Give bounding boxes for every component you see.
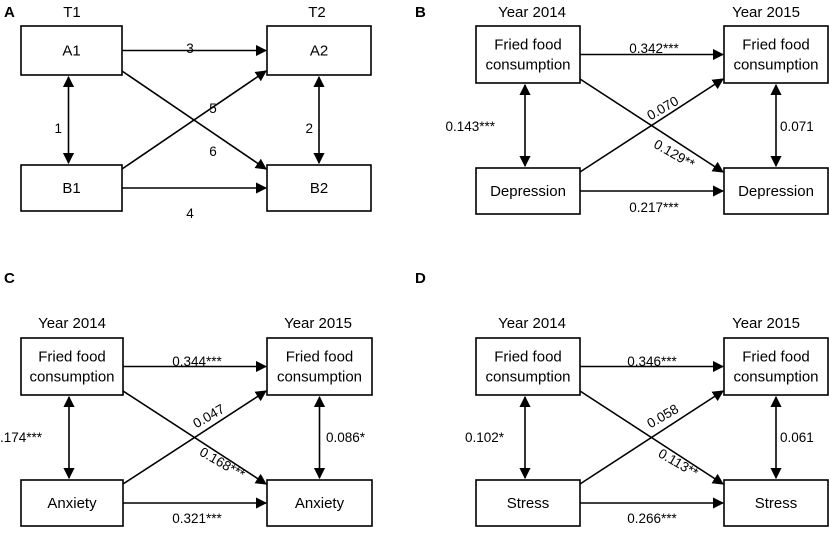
- panel-c-coef-a1-b2: 0.168***: [197, 444, 248, 482]
- panel-c-box-a2-text: consumption: [277, 369, 362, 386]
- panel-b-box-a2-frame: [723, 25, 829, 84]
- panel-c-box-a1-frame: [20, 337, 124, 396]
- panel-c-letter: C: [4, 270, 15, 287]
- panel-c-box-b1-frame: [20, 479, 124, 527]
- panel-b-box-b2-text: Depression: [738, 183, 814, 200]
- panel-c-box-b1-text: Anxiety: [47, 495, 97, 512]
- panel-c-box-a1-text: Fried food: [38, 349, 106, 366]
- panel-b-box-a1-frame: [475, 25, 581, 84]
- panel-b-box-a2: Fried food consumption: [723, 25, 829, 84]
- panel-b-box-a1-text: consumption: [485, 57, 570, 74]
- panel-b-box-b1-text: Depression: [490, 183, 566, 200]
- panel-b-coef-a1-b2: 0.129**: [651, 137, 698, 173]
- panel-a-letter: A: [4, 4, 15, 21]
- panel-c-box-a1: Fried food consumption: [20, 337, 124, 396]
- panel-d-box-a1-text: consumption: [485, 369, 570, 386]
- panel-d-right-heading: Year 2015: [732, 315, 800, 332]
- panel-d-box-b1-text: Stress: [507, 495, 550, 512]
- panel-a-box-b1: B1: [20, 164, 123, 212]
- panel-b-coef-b1-b2: 0.217***: [629, 200, 679, 215]
- panel-d-box-b2-text: Stress: [755, 495, 798, 512]
- panel-a-box-b2-text: B2: [310, 180, 328, 197]
- panel-b-coef-a2-b2: 0.071: [780, 119, 814, 134]
- panel-b-coef-a1-a2: 0.342***: [629, 41, 679, 56]
- panel-d-box-a2-frame: [723, 337, 829, 396]
- panel-d-coef-b1-a2: 0.058: [644, 401, 681, 431]
- panel-d-box-a1-frame: [475, 337, 581, 396]
- panel-b-a1-b2-arrow: [579, 78, 724, 173]
- panel-a-a1-b2-arrow: [121, 70, 267, 170]
- panel-a-coef-b1-a2: 5: [209, 101, 217, 116]
- panel-b-box-b2: Depression: [723, 167, 829, 215]
- panel-a-right-heading: T2: [308, 4, 326, 21]
- panel-a-box-a2-frame: [266, 25, 372, 76]
- panel-b-left-heading: Year 2014: [498, 4, 566, 21]
- panel-c-coef-a1-b1: 0.174***: [0, 430, 43, 445]
- panel-c-coef-b1-a2: 0.047: [190, 401, 227, 431]
- panel-c-box-a2-text: Fried food: [286, 349, 354, 366]
- panel-a-box-a2-text: A2: [310, 43, 328, 60]
- panel-a-coef-b1-b2: 4: [186, 206, 194, 221]
- panel-c-box-b2-frame: [266, 479, 373, 527]
- panel-d-box-b2: Stress: [723, 479, 829, 527]
- panel-d-box-a2-text: consumption: [733, 369, 818, 386]
- panel-b-box-b1: Depression: [475, 167, 581, 215]
- panel-a-coef-a2-b2: 2: [305, 121, 313, 136]
- panel-a-box-a2: A2: [266, 25, 372, 76]
- panel-b-box-a2-text: Fried food: [742, 37, 810, 54]
- panel-a-box-a1-frame: [20, 25, 123, 76]
- panel-d-coef-a1-b2: 0.113**: [656, 446, 702, 481]
- panel-a-box-b1-frame: [20, 164, 123, 212]
- panel-a-coef-a1-b2: 6: [209, 144, 217, 159]
- panel-c-coef-b1-b2: 0.321***: [172, 511, 222, 526]
- panel-d-left-heading: Year 2014: [498, 315, 566, 332]
- panel-c-box-b2: Anxiety: [266, 479, 373, 527]
- panel-b-box-b2-frame: [723, 167, 829, 215]
- panel-d-box-b1-frame: [475, 479, 581, 527]
- panel-d-box-b1: Stress: [475, 479, 581, 527]
- panel-a-box-b2-frame: [266, 164, 372, 212]
- panel-a-left-heading: T1: [63, 4, 81, 21]
- panel-c-box-a1-text: consumption: [29, 369, 114, 386]
- panel-d-box-b2-frame: [723, 479, 829, 527]
- panel-b-box-a1-text: Fried food: [494, 37, 562, 54]
- panel-d-box-a2: Fried food consumption: [723, 337, 829, 396]
- panel-b-right-heading: Year 2015: [732, 4, 800, 21]
- panel-d-coef-a2-b2: 0.061: [780, 430, 814, 445]
- panel-c-coef-a2-b2: 0.086*: [326, 430, 366, 445]
- panel-c-coef-a1-a2: 0.344***: [172, 354, 222, 369]
- panel-c-left-heading: Year 2014: [38, 315, 106, 332]
- panel-a-box-b2: B2: [266, 164, 372, 212]
- panel-a-coef-a1-a2: 3: [186, 41, 194, 56]
- panel-d-coef-a1-b1: 0.102*: [465, 430, 505, 445]
- panel-c-a1-b2-arrow: [122, 390, 267, 485]
- panel-c-box-a2: Fried food consumption: [266, 337, 373, 396]
- panel-a-box-a1: A1: [20, 25, 123, 76]
- panel-c-box-b2-text: Anxiety: [295, 495, 345, 512]
- panel-b-letter: B: [415, 4, 426, 21]
- panel-d-box-a1-text: Fried food: [494, 349, 562, 366]
- panel-d-box-a2-text: Fried food: [742, 349, 810, 366]
- panel-b-coef-a1-b1: 0.143***: [445, 119, 495, 134]
- panel-d-a1-b2-arrow: [579, 390, 724, 485]
- panel-d-box-a1: Fried food consumption: [475, 337, 581, 396]
- panel-b-box-b1-frame: [475, 167, 581, 215]
- panel-a-box-a1-text: A1: [62, 43, 80, 60]
- panel-a-coef-a1-b1: 1: [54, 121, 62, 136]
- panel-a-box-b1-text: B1: [62, 180, 80, 197]
- panel-d-coef-a1-a2: 0.346***: [627, 354, 677, 369]
- panel-d-letter: D: [415, 270, 426, 287]
- panel-c-box-a2-frame: [266, 337, 373, 396]
- panel-c-box-b1: Anxiety: [20, 479, 124, 527]
- panel-d-coef-b1-b2: 0.266***: [627, 511, 677, 526]
- panel-b-box-a1: Fried food consumption: [475, 25, 581, 84]
- panel-b-box-a2-text: consumption: [733, 57, 818, 74]
- panel-c-right-heading: Year 2015: [284, 315, 352, 332]
